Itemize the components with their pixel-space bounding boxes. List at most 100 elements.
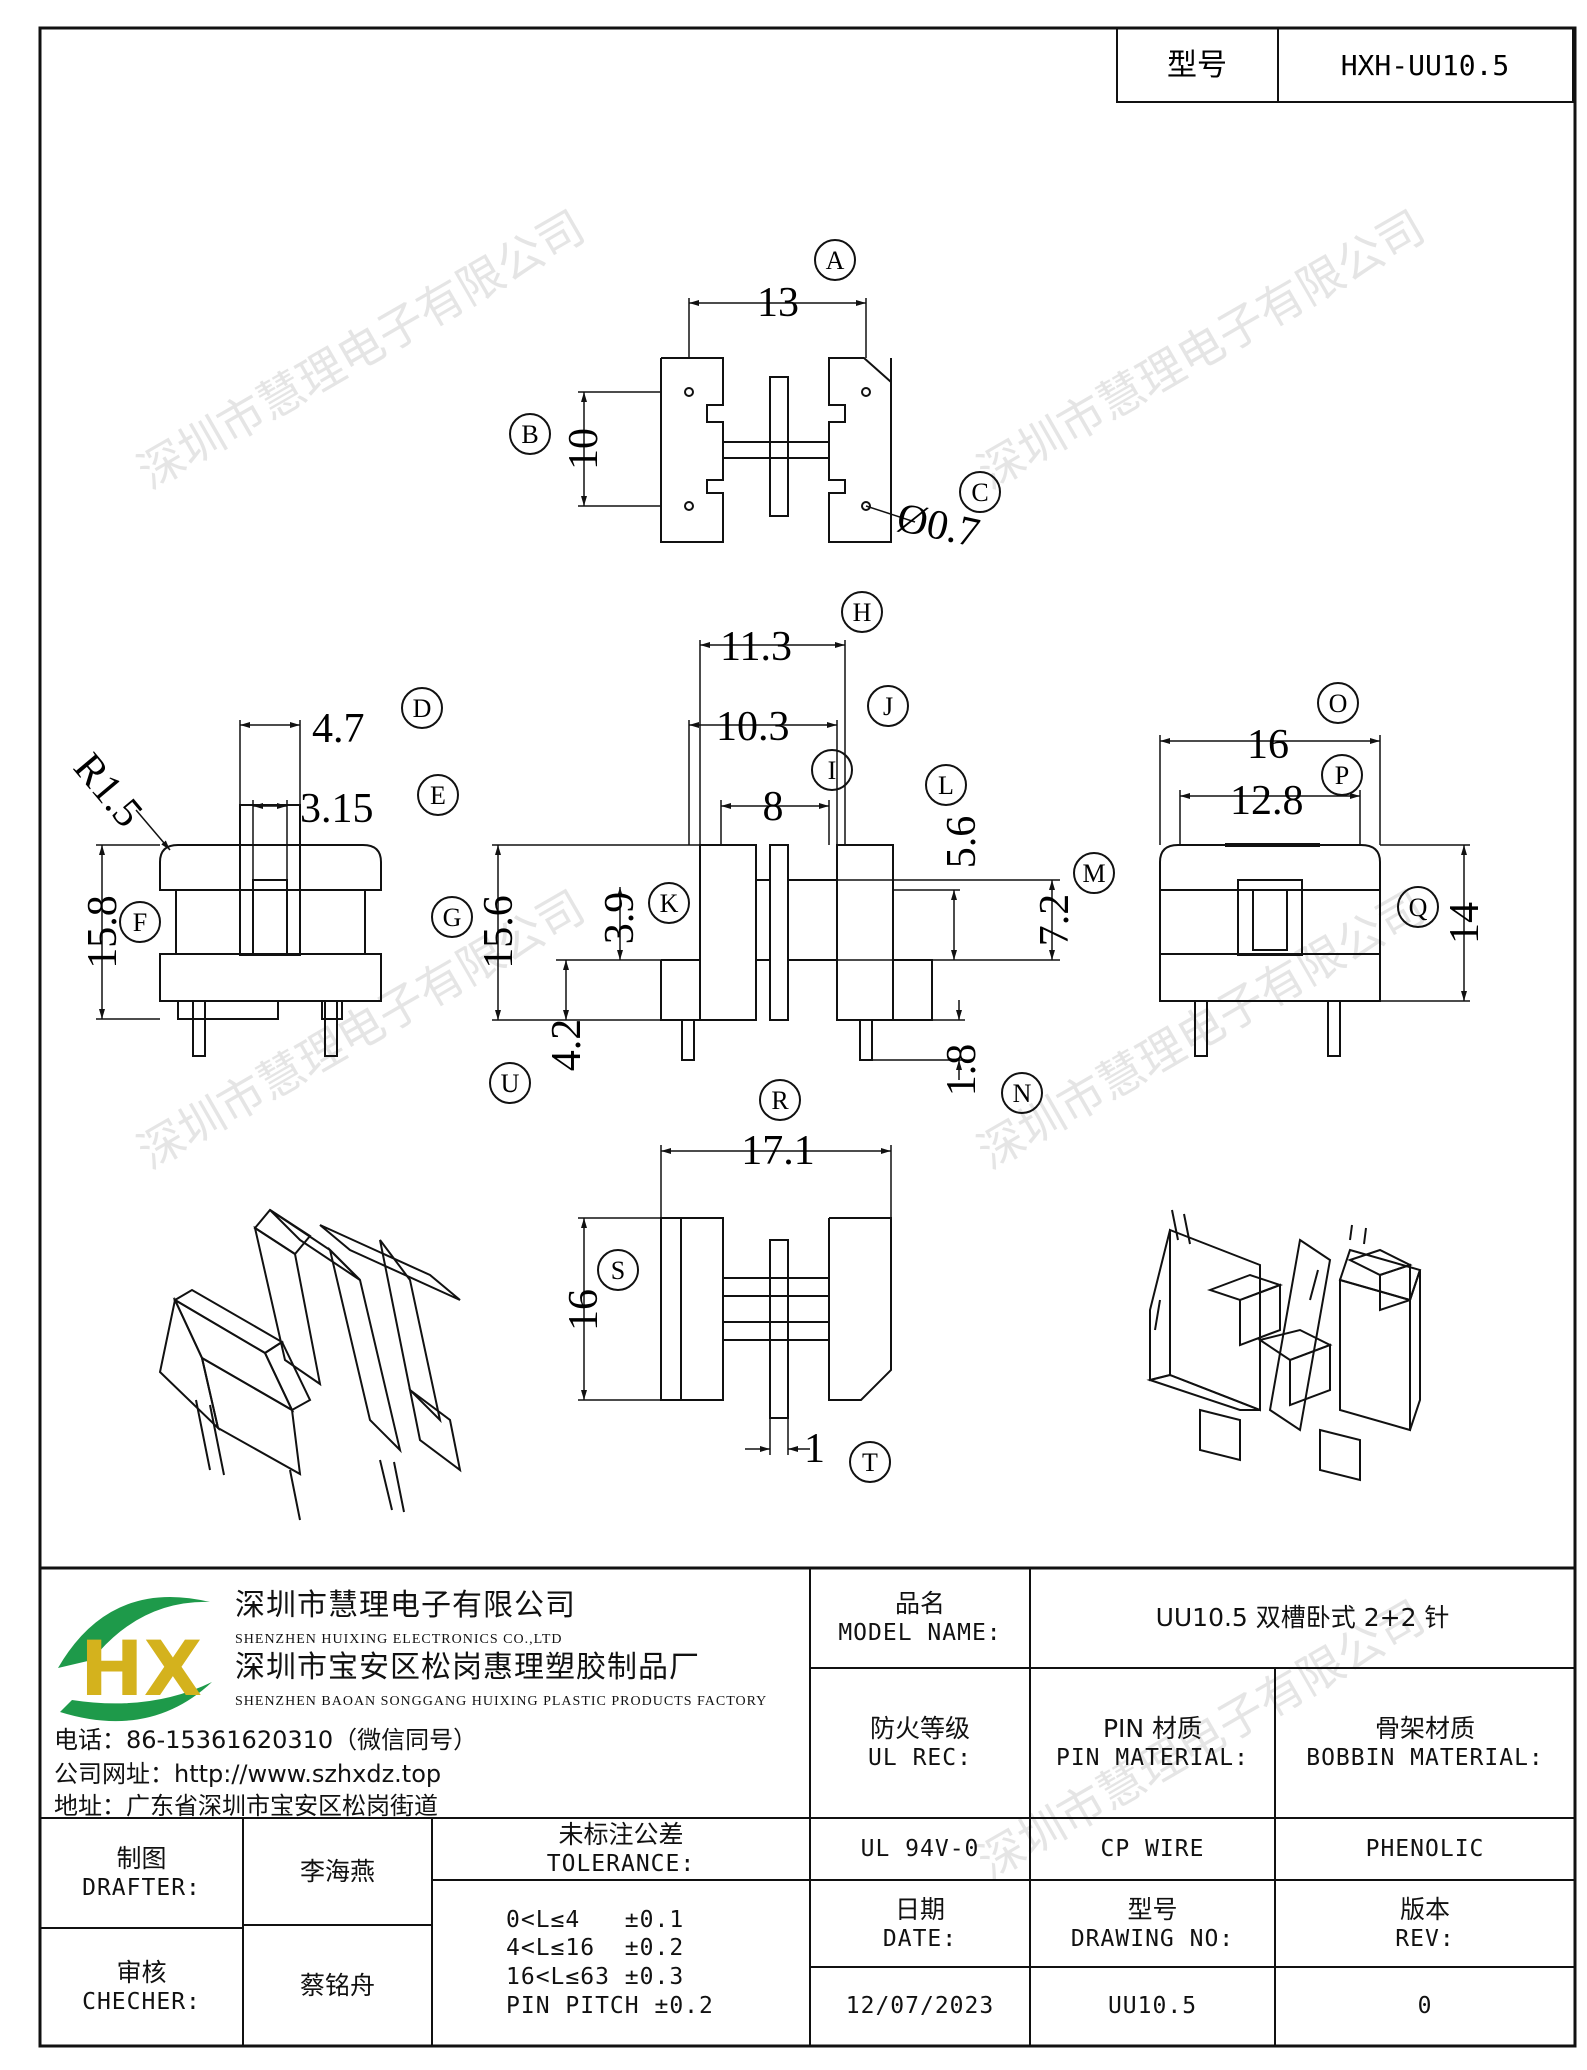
dim-G-value: 15.6: [476, 895, 522, 969]
tolerance-table: 0<L≤4 ±0.1 4<L≤16 ±0.2 16<L≤63 ±0.3 PIN …: [434, 1882, 808, 2044]
date-value: 12/07/2023: [845, 1993, 995, 2020]
watermark: 深圳市慧理电子有限公司: [969, 200, 1434, 500]
dim-R-value: 17.1: [741, 1128, 815, 1174]
dim-label-Q-circle: [1397, 886, 1439, 928]
dim-label-M-circle: [1073, 852, 1115, 894]
dim-label-S-circle: [597, 1249, 639, 1291]
dim-N-value: 1.8: [939, 1044, 985, 1097]
front-view: [492, 640, 1060, 1080]
dim-H-value: 11.3: [720, 624, 792, 670]
date-label: 日期 DATE:: [882, 1894, 958, 1952]
dim-L-value: 5.6: [939, 816, 985, 869]
drafter-label: 制图 DRAFTER:: [82, 1844, 201, 1902]
dim-label-D: D: [413, 694, 432, 723]
company-name-cn: 深圳市慧理电子有限公司: [235, 1588, 576, 1624]
dim-label-N-circle: [1001, 1072, 1043, 1114]
dim-label-J: J: [883, 692, 893, 721]
dim-S-value: 16: [561, 1289, 607, 1331]
dim-label-T: T: [862, 1448, 878, 1477]
tolerance-line: PIN PITCH ±0.2: [506, 1992, 714, 2019]
isometric-view-right: [1146, 1209, 1422, 1482]
company-name-en: SHENZHEN HUIXING ELECTRONICS CO.,LTD: [235, 1632, 563, 1648]
dim-label-R-circle: [759, 1079, 801, 1121]
dim-label-F: F: [133, 908, 147, 937]
factory-name-en: SHENZHEN BAOAN SONGGANG HUIXING PLASTIC …: [235, 1694, 768, 1710]
header-type-label: 型号: [1167, 48, 1227, 83]
pin-material-value: CP WIRE: [1100, 1835, 1205, 1862]
dim-label-H-circle: [841, 591, 883, 633]
model-name-label: 品名 MODEL NAME:: [838, 1589, 1002, 1647]
company-logo: HX: [58, 1596, 212, 1722]
dim-P-value: 12.8: [1230, 778, 1304, 824]
dim-Q-value: 14: [1442, 902, 1488, 944]
dim-label-B-circle: [509, 413, 551, 455]
dim-label-U-circle: [489, 1062, 531, 1104]
dim-label-H: H: [853, 598, 872, 627]
dim-F-value: 15.8: [80, 895, 126, 969]
dim-C-value: Ø0.7: [893, 495, 984, 557]
watermark: 深圳市慧理电子有限公司: [129, 200, 594, 500]
bobbin-material-label: 骨架材质 BOBBIN MATERIAL:: [1306, 1714, 1544, 1772]
dim-B-value: 10: [561, 428, 607, 470]
title-block-grid: [40, 1568, 1575, 2046]
dim-label-O-circle: [1317, 682, 1359, 724]
dim-label-Q: Q: [1409, 893, 1428, 922]
drawing-no-value: UU10.5: [1107, 1993, 1198, 2020]
dim-E-value: 3.15: [300, 786, 374, 832]
bottom-view: [578, 1145, 892, 1455]
dim-T-value: 1: [804, 1426, 825, 1472]
dim-label-S: S: [611, 1256, 625, 1285]
dim-I-value: 8: [763, 784, 784, 830]
checker-value: 蔡铭舟: [299, 1970, 375, 2000]
dim-label-E-circle: [417, 774, 459, 816]
model-name-value: UU10.5 双槽卧式 2+2 针: [1155, 1603, 1450, 1633]
dim-label-T-circle: [849, 1441, 891, 1483]
company-phone: 电话：86-15361620310（微信同号）: [54, 1726, 478, 1754]
factory-name-cn: 深圳市宝安区松岗惠理塑胶制品厂: [235, 1650, 700, 1686]
dim-label-F-circle: [119, 901, 161, 943]
tolerance-label: 未标注公差 TOLERANCE:: [546, 1820, 696, 1878]
dim-label-I-circle: [811, 749, 853, 791]
dim-label-J-circle: [867, 685, 909, 727]
dim-label-B: B: [521, 420, 538, 449]
pin-material-label: PIN 材质 PIN MATERIAL:: [1055, 1714, 1249, 1772]
dim-label-D-circle: [401, 687, 443, 729]
dim-label-I: I: [828, 756, 837, 785]
border-frame: [38, 26, 1577, 2048]
top-view: [578, 298, 916, 543]
dim-label-M: M: [1082, 859, 1105, 888]
logo-text: HX: [80, 1624, 202, 1713]
dim-O-value: 16: [1247, 722, 1289, 768]
drafter-value: 李海燕: [299, 1856, 375, 1886]
checker-label: 审核 CHECHER:: [82, 1958, 201, 2016]
dim-label-A-circle: [814, 239, 856, 281]
dim-label-C: C: [971, 478, 988, 507]
left-side-view: [96, 720, 382, 1057]
bobbin-material-value: PHENOLIC: [1365, 1835, 1485, 1862]
dim-label-E: E: [430, 781, 446, 810]
dim-U-value: 4.2: [544, 1019, 590, 1072]
rev-value: 0: [1417, 1993, 1433, 2020]
tolerance-line: 0<L≤4 ±0.1: [506, 1906, 685, 1933]
right-side-view: [1159, 735, 1470, 1057]
dim-label-K: K: [660, 889, 679, 918]
dim-A-value: 13: [757, 280, 799, 326]
dim-R1.5-value: R1.5: [64, 745, 151, 836]
dim-label-A: A: [826, 246, 845, 275]
header-type-value: HXH-UU10.5: [1341, 49, 1510, 82]
dim-label-O: O: [1329, 689, 1348, 718]
isometric-view-left: [158, 1208, 462, 1521]
rev-label: 版本 REV:: [1395, 1894, 1455, 1952]
dim-label-P: P: [1335, 761, 1349, 790]
dim-label-N: N: [1013, 1079, 1032, 1108]
company-website[interactable]: 公司网址：http://www.szhxdz.top: [54, 1760, 442, 1788]
dim-K-value: 3.9: [597, 892, 643, 945]
dim-label-P-circle: [1321, 754, 1363, 796]
dim-label-G: G: [443, 903, 462, 932]
dim-label-R: R: [771, 1086, 789, 1115]
tolerance-line: 16<L≤63 ±0.3: [506, 1964, 685, 1990]
ul-rec-value: UL 94V-0: [860, 1835, 980, 1862]
